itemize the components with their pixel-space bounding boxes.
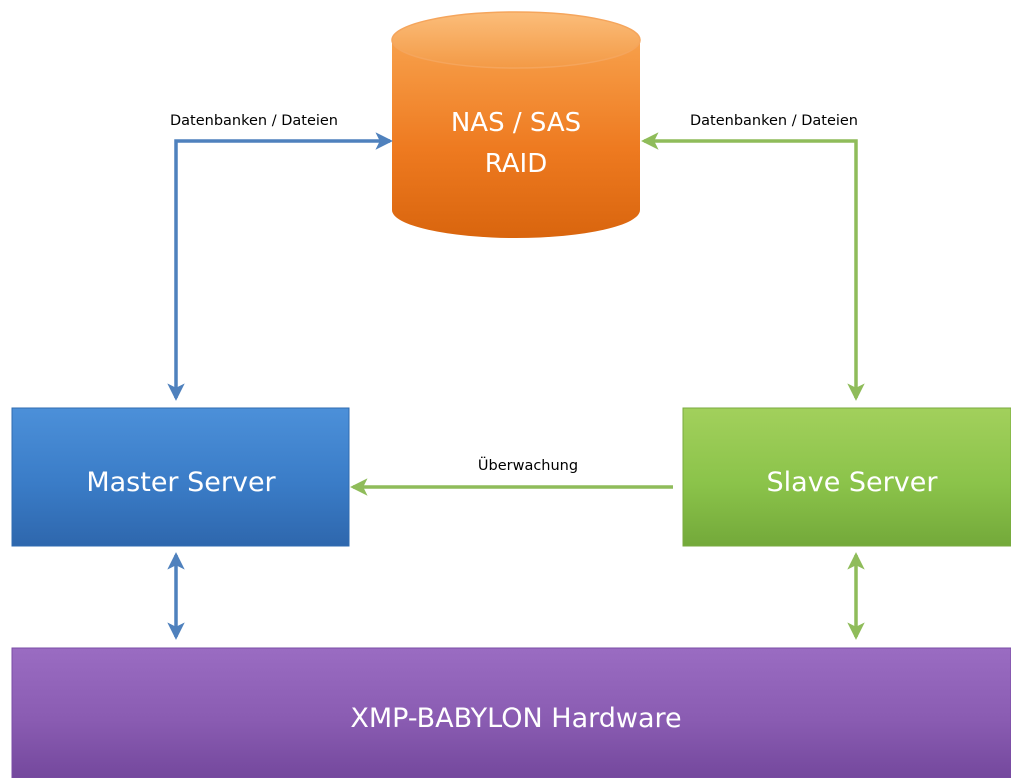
storage-label-line2: RAID <box>485 149 548 179</box>
master-server-label: Master Server <box>86 467 276 498</box>
slave-storage-label: Datenbanken / Dateien <box>690 113 858 129</box>
slave-server-box: Slave Server <box>682 407 1011 547</box>
hardware-label: XMP-BABYLON Hardware <box>350 703 681 734</box>
slave-storage-connector: Datenbanken / Dateien <box>641 113 865 401</box>
master-storage-connector: Datenbanken / Dateien <box>167 113 393 401</box>
slave-server-label: Slave Server <box>767 467 939 498</box>
master-server-box: Master Server <box>11 407 350 547</box>
master-storage-label: Datenbanken / Dateien <box>170 113 338 129</box>
monitoring-label: Überwachung <box>478 456 578 474</box>
monitoring-connector: Überwachung <box>350 456 673 496</box>
storage-label-line1: NAS / SAS <box>451 108 581 138</box>
storage-cylinder: NAS / SAS RAID <box>391 11 641 238</box>
hardware-box: XMP-BABYLON Hardware <box>11 647 1011 778</box>
